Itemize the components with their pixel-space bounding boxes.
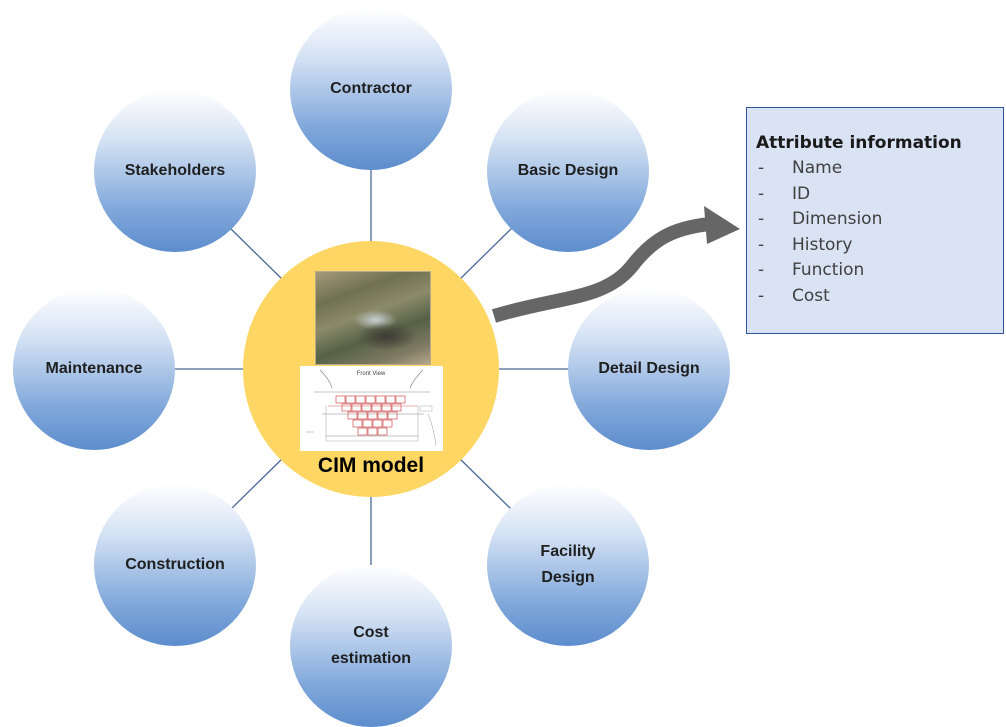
attribute-bullet: - (758, 183, 765, 204)
attribute-item-label: Cost (792, 285, 830, 306)
attribute-item: - History (756, 233, 1003, 259)
attribute-info-box: Attribute information - Name - ID - Dime… (746, 107, 1004, 334)
attribute-info-title: Attribute information (756, 133, 962, 153)
node-label-stakeholders: Stakeholders (124, 162, 226, 179)
front-view-caption: Front View (357, 371, 386, 377)
attribute-bullet: - (758, 285, 765, 306)
node-basic-design: Basic Design (487, 90, 649, 252)
front-view-drawing: Front View (300, 366, 443, 451)
connector-basic-design (456, 227, 513, 283)
attribute-item-label: ID (792, 183, 811, 204)
curved-arrow (491, 217, 711, 323)
attribute-item-label: Name (792, 158, 843, 178)
attribute-bullet: - (758, 158, 765, 178)
site-photo (315, 271, 431, 365)
node-label-cost-estimation: Cost estimation (330, 624, 411, 667)
node-label-basic-design: Basic Design (517, 162, 619, 179)
attribute-item-label: Function (792, 260, 865, 280)
arrow-head-icon (704, 206, 740, 244)
node-construction: Construction (94, 484, 256, 646)
attribute-list: - Name - ID - Dimension - History - Func… (756, 156, 1003, 309)
attribute-item: - Cost (756, 284, 1003, 310)
attribute-item: - Function (756, 258, 1003, 284)
connector-construction (229, 455, 286, 511)
node-cost-estimation: Cost estimation (290, 565, 452, 727)
node-label-construction: Construction (125, 556, 225, 573)
attribute-bullet: - (758, 260, 765, 280)
attribute-item-label: History (792, 234, 853, 255)
node-label-detail-design: Detail Design (598, 360, 700, 377)
node-label-contractor: Contractor (330, 80, 412, 97)
node-maintenance: Maintenance (13, 288, 175, 450)
node-label-maintenance: Maintenance (45, 360, 143, 377)
attribute-bullet: - (758, 209, 765, 229)
node-contractor: Contractor (290, 8, 452, 170)
cim-model-title: CIM model (317, 454, 425, 477)
node-detail-design: Detail Design (568, 288, 730, 450)
attribute-bullet: - (758, 234, 765, 255)
attribute-item-label: Dimension (792, 209, 883, 229)
attribute-item: - Name (756, 156, 1003, 182)
node-label-facility-design: Facility Design (540, 543, 596, 586)
attribute-item: - ID (756, 182, 1003, 208)
node-stakeholders: Stakeholders (94, 90, 256, 252)
node-facility-design: Facility Design (487, 484, 649, 646)
connector-stakeholders (229, 227, 286, 283)
attribute-item: - Dimension (756, 207, 1003, 233)
connector-facility-design (456, 455, 513, 511)
